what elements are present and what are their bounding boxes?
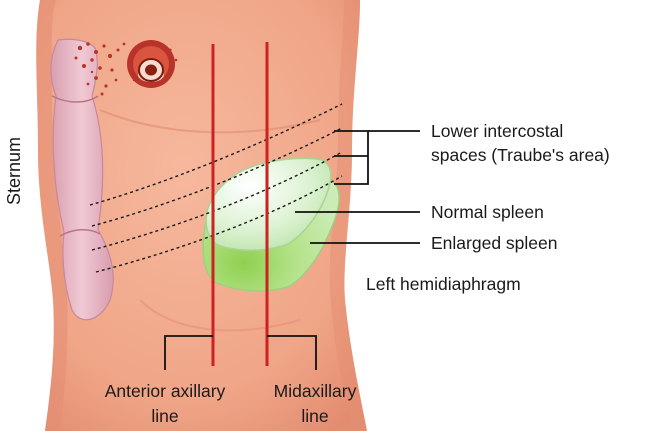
sternum-label: Sternum <box>4 137 25 205</box>
midaxillary-label-line1: Midaxillary <box>250 380 380 402</box>
nipple <box>127 40 175 88</box>
midaxillary-label-line2: line <box>250 405 380 427</box>
left-hemidiaphragm-label: Left hemidiaphragm <box>366 273 521 295</box>
anterior-axillary-label-line1: Anterior axillary <box>70 380 260 402</box>
anterior-axillary-label-line2: line <box>70 405 260 427</box>
normal-spleen-label: Normal spleen <box>431 201 544 223</box>
lower-intercostal-label-line2: spaces (Traube's area) <box>431 144 610 166</box>
lower-intercostal-label-line1: Lower intercostal <box>431 120 563 142</box>
enlarged-spleen-label: Enlarged spleen <box>431 232 557 254</box>
